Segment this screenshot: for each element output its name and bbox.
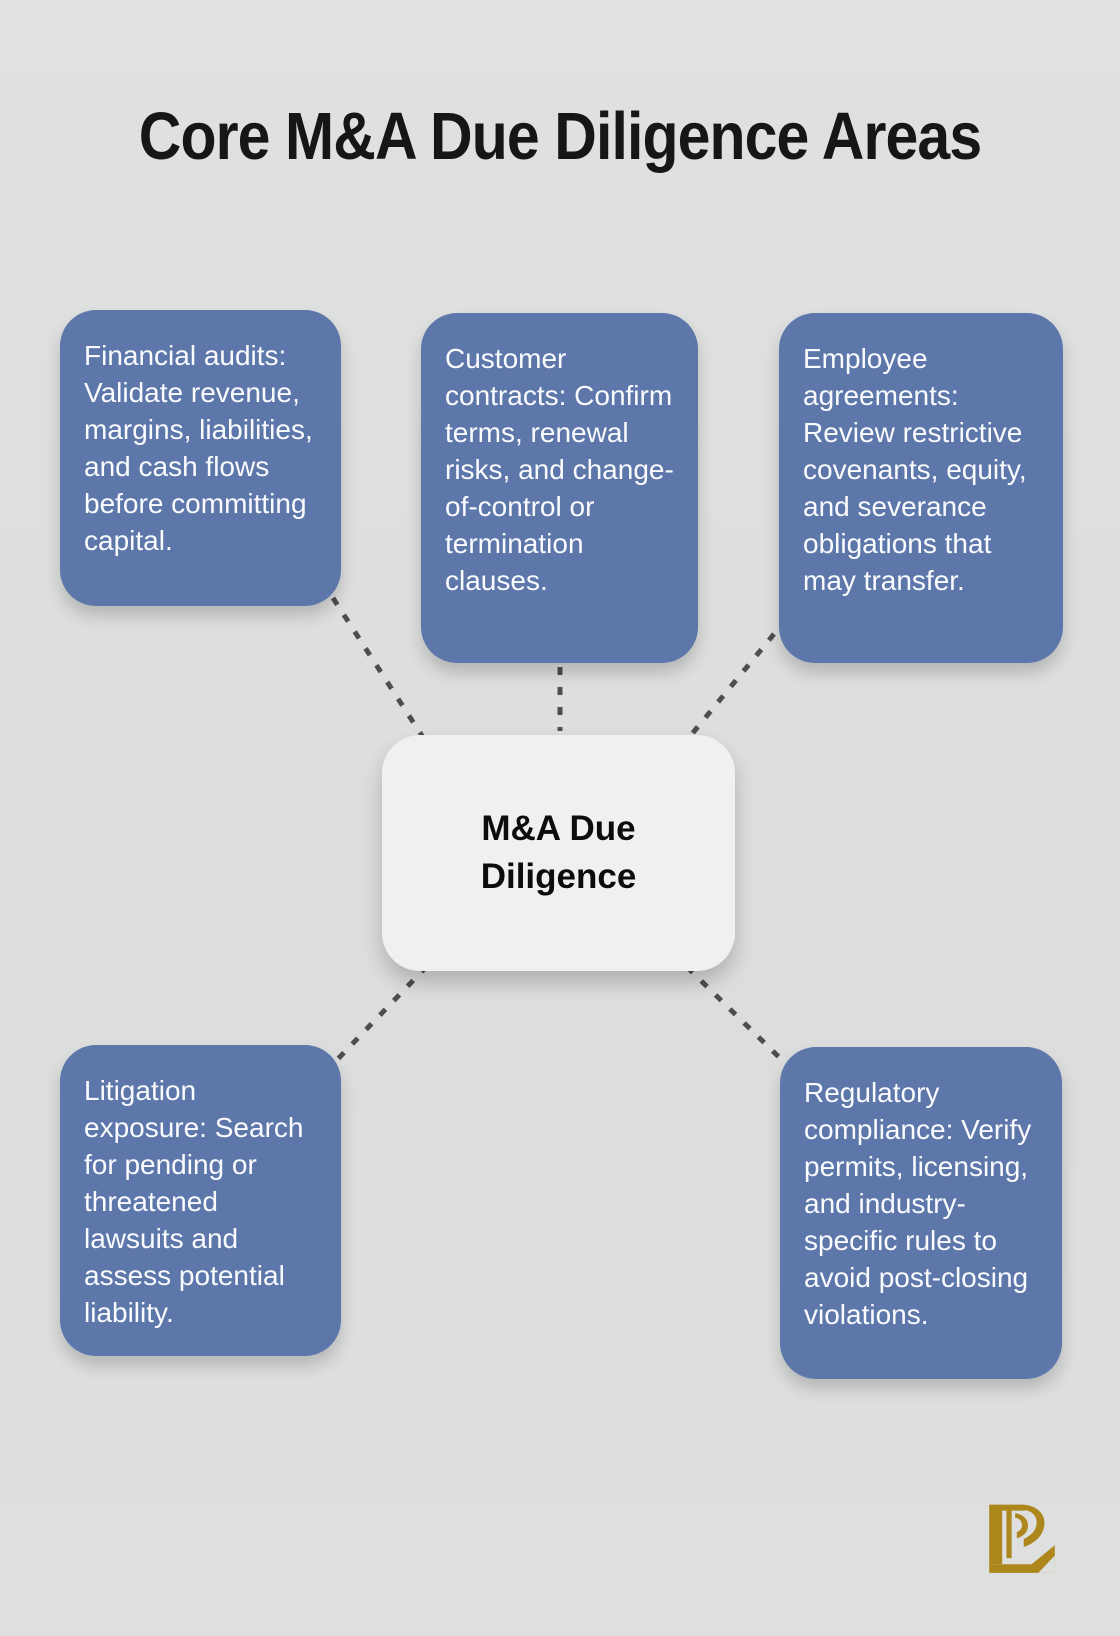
node-employee-agreements: Employee agreements: Review restrictive …	[779, 313, 1063, 663]
node-litigation-exposure: Litigation exposure: Search for pending …	[60, 1045, 341, 1356]
lp-monogram-logo-icon	[989, 1504, 1055, 1573]
node-customer-contracts-text: Customer contracts: Confirm terms, renew…	[445, 343, 674, 596]
connector-litigation-exposure	[332, 964, 429, 1065]
connector-employee-agreements	[685, 632, 776, 742]
node-financial-audits: Financial audits: Validate revenue, marg…	[60, 310, 341, 606]
connector-regulatory-compliance	[685, 965, 787, 1065]
node-employee-agreements-text: Employee agreements: Review restrictive …	[803, 343, 1027, 596]
node-regulatory-compliance-text: Regulatory compliance: Verify permits, l…	[804, 1077, 1032, 1330]
connector-financial-audits	[330, 596, 429, 744]
center-node-label: M&A Due Diligence	[480, 809, 637, 896]
node-financial-audits-text: Financial audits: Validate revenue, marg…	[84, 340, 313, 556]
node-regulatory-compliance: Regulatory compliance: Verify permits, l…	[780, 1047, 1062, 1379]
center-node: M&A Due Diligence	[382, 735, 735, 971]
node-customer-contracts: Customer contracts: Confirm terms, renew…	[421, 313, 698, 663]
node-litigation-exposure-text: Litigation exposure: Search for pending …	[84, 1075, 304, 1328]
page-title: Core M&A Due Diligence Areas	[138, 99, 982, 174]
